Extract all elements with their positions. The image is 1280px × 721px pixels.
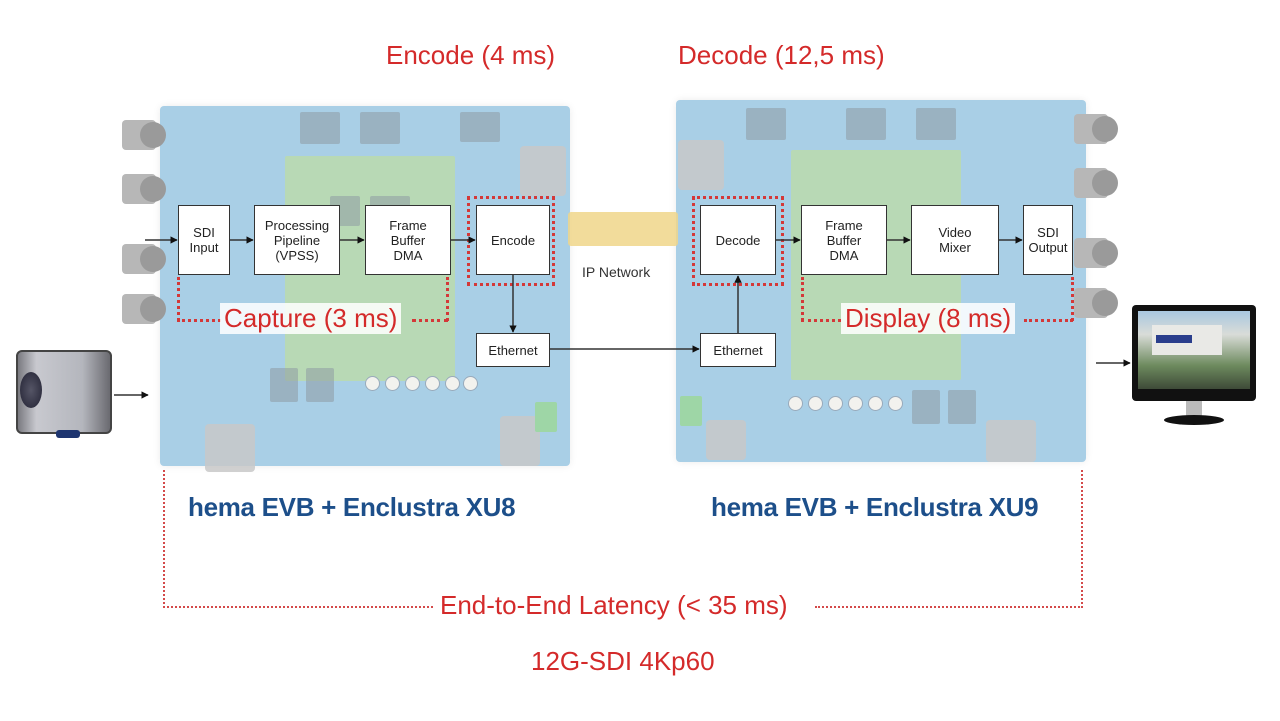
e2e-bracket-left xyxy=(163,470,165,608)
frame-buffer-dma-block: Frame Buffer DMA xyxy=(365,205,451,275)
capture-bracket-line-left xyxy=(177,319,221,322)
display-bracket-line-left xyxy=(801,319,841,322)
decoder-board-label: hema EVB + Enclustra XU9 xyxy=(711,492,1039,522)
display-bracket-left xyxy=(801,277,804,321)
display-latency-label: Display (8 ms) xyxy=(841,303,1016,334)
e2e-bracket-line-left xyxy=(163,606,433,608)
video-mixer-block: Video Mixer xyxy=(911,205,999,275)
ethernet-tx-block: Ethernet xyxy=(476,333,550,367)
processing-pipeline-block: Processing Pipeline (VPSS) xyxy=(254,205,340,275)
frame-buffer-dma-block-decoder: Frame Buffer DMA xyxy=(801,205,887,275)
decode-latency-header: Decode (12,5 ms) xyxy=(678,40,885,70)
ethernet-rx-block: Ethernet xyxy=(700,333,776,367)
display-bracket-line-right xyxy=(1024,319,1073,322)
ip-network-label: IP Network xyxy=(582,264,651,280)
encoder-board xyxy=(122,106,570,472)
e2e-bracket-line-right xyxy=(815,606,1083,608)
capture-latency-label: Capture (3 ms) xyxy=(220,303,402,334)
decode-block: Decode xyxy=(700,205,776,275)
end-to-end-latency-label: End-to-End Latency (< 35 ms) xyxy=(440,590,788,620)
encode-block: Encode xyxy=(476,205,550,275)
camera-icon xyxy=(16,350,112,438)
capture-bracket-line-right xyxy=(412,319,448,322)
network-cable-icon xyxy=(568,212,678,246)
capture-bracket-left xyxy=(177,277,180,321)
monitor-icon xyxy=(1132,305,1256,429)
sdi-input-block: SDI Input xyxy=(178,205,230,275)
e2e-bracket-right xyxy=(1081,470,1083,608)
format-label: 12G-SDI 4Kp60 xyxy=(531,646,715,676)
sdi-output-block: SDI Output xyxy=(1023,205,1073,275)
display-bracket-right xyxy=(1071,277,1074,321)
encoder-board-label: hema EVB + Enclustra XU8 xyxy=(188,492,516,522)
encode-latency-header: Encode (4 ms) xyxy=(386,40,556,70)
capture-bracket-right xyxy=(446,277,449,321)
